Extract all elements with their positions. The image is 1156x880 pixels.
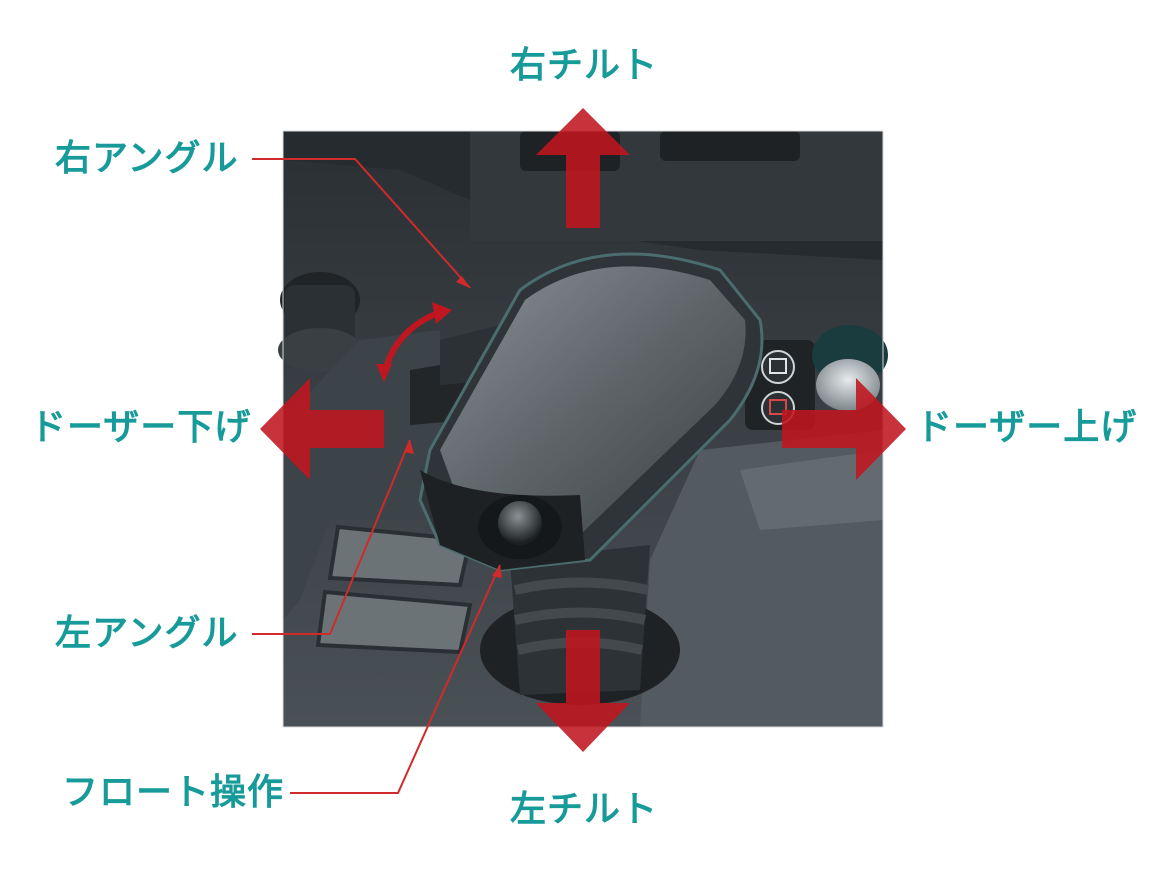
label-right-tilt: 右チルト xyxy=(510,45,659,86)
leader-right-angle xyxy=(252,158,471,289)
label-float-operation: フロート操作 xyxy=(62,772,285,813)
label-right-angle: 右アングル xyxy=(55,138,239,179)
label-dozer-down: ドーザー下げ xyxy=(30,407,252,448)
leader-float xyxy=(290,564,501,794)
label-dozer-up: ドーザー上げ xyxy=(916,407,1138,448)
arrow-right xyxy=(782,378,906,480)
label-left-angle: 左アングル xyxy=(55,613,239,654)
arrow-down xyxy=(536,630,630,752)
arrow-up xyxy=(536,108,630,228)
arrow-left xyxy=(260,378,384,480)
leader-left-angle xyxy=(252,439,411,635)
label-left-tilt: 左チルト xyxy=(510,789,659,830)
